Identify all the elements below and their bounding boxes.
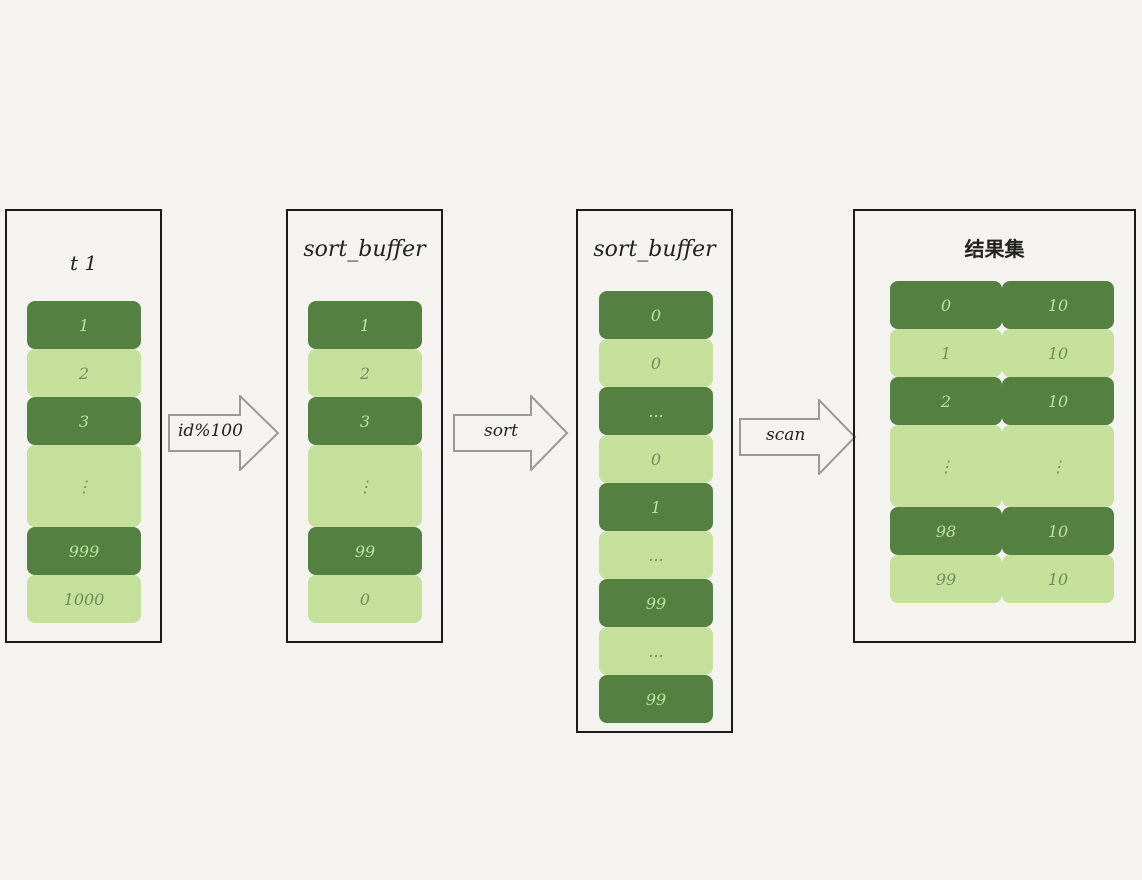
panel-title-result-set: 结果集 [964, 237, 1025, 261]
result-cell: 98 [890, 507, 1002, 555]
cell: 1 [599, 483, 713, 531]
cell: 999 [27, 527, 141, 575]
cell: 1000 [27, 575, 141, 623]
result-cell: 0 [890, 281, 1002, 329]
result-cell: 10 [1002, 377, 1114, 425]
sort-buffer-panel-unsorted: sort_buffer 1 2 3 ⋮ 99 0 [286, 209, 443, 643]
cell: ⋮ [27, 445, 141, 527]
result-cell: ⋮ [890, 425, 1002, 507]
sort-buffer-panel-sorted: sort_buffer 0 0 ... 0 1 ... 99 ... 99 [576, 209, 733, 733]
result-cell: 10 [1002, 281, 1114, 329]
result-cell: 2 [890, 377, 1002, 425]
cell: 0 [599, 339, 713, 387]
panel-title-sort-buffer: sort_buffer [303, 237, 426, 262]
cell: 3 [308, 397, 422, 445]
arrow-label-sort: sort [484, 421, 518, 441]
result-cell: 10 [1002, 329, 1114, 377]
cell: 3 [27, 397, 141, 445]
cell: 1 [27, 301, 141, 349]
cell: ⋮ [308, 445, 422, 527]
result-cell: 10 [1002, 555, 1114, 603]
table-t1-panel: t 1 1 2 3 ⋮ 999 1000 [5, 209, 162, 643]
result-set-panel: 结果集 0 10 1 10 2 10 ⋮ ⋮ 98 10 99 10 [853, 209, 1136, 643]
arrow-sort [453, 395, 569, 471]
cell: 0 [599, 291, 713, 339]
result-cell: 1 [890, 329, 1002, 377]
cell: 0 [308, 575, 422, 623]
cell: 99 [308, 527, 422, 575]
panel-title-t1: t 1 [69, 251, 98, 275]
arrow-label-id-mod-100: id%100 [178, 421, 243, 441]
arrow-scan [739, 399, 857, 475]
cell: 2 [308, 349, 422, 397]
cell: 0 [599, 435, 713, 483]
cell: ... [599, 627, 713, 675]
cell: ... [599, 387, 713, 435]
result-cell: 10 [1002, 507, 1114, 555]
arrow-id-mod-100 [168, 395, 280, 471]
result-cell: 99 [890, 555, 1002, 603]
cell: 99 [599, 579, 713, 627]
cell: 2 [27, 349, 141, 397]
arrow-label-scan: scan [766, 425, 806, 445]
cell: ... [599, 531, 713, 579]
cell: 99 [599, 675, 713, 723]
cell: 1 [308, 301, 422, 349]
result-cell: ⋮ [1002, 425, 1114, 507]
panel-title-sort-buffer: sort_buffer [593, 237, 716, 262]
